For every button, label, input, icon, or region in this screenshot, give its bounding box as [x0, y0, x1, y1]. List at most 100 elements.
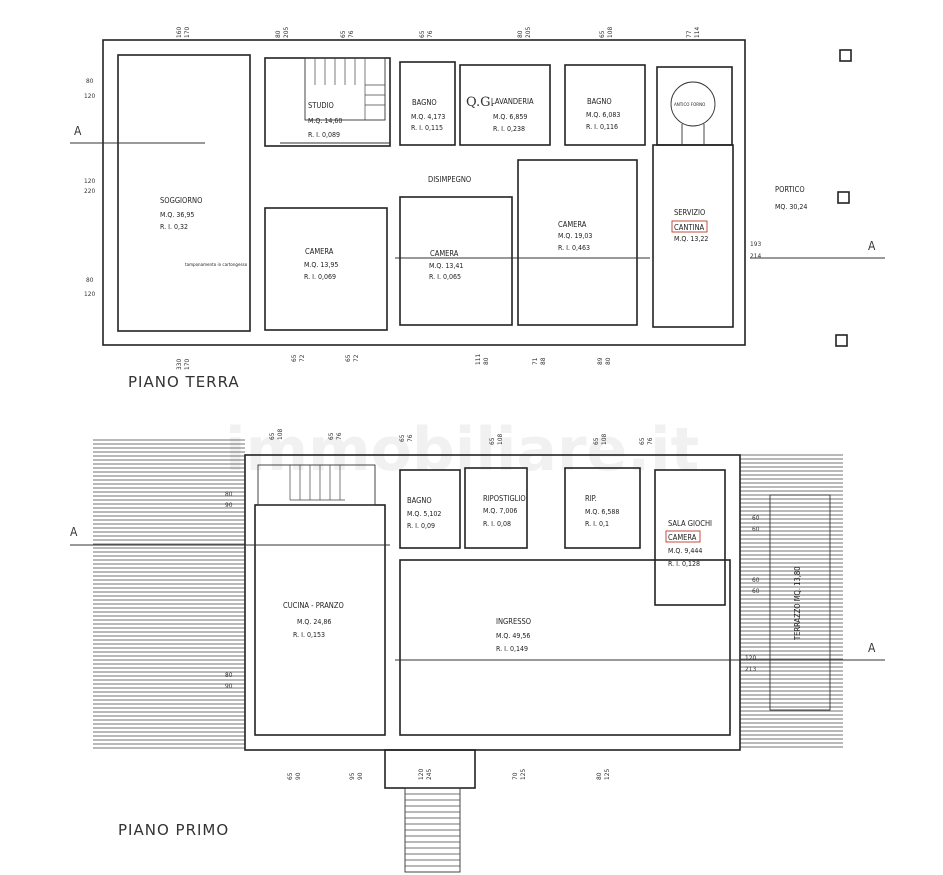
svg-text:120: 120 — [417, 769, 425, 780]
svg-text:RIPOSTIGLIO: RIPOSTIGLIO — [483, 494, 526, 503]
svg-text:M.Q. 6,859: M.Q. 6,859 — [493, 113, 527, 121]
room-label-camera-3: CAMERA M.Q. 19,03 R. I. 0,463 — [558, 220, 592, 252]
room-lavanderia — [459, 64, 551, 146]
svg-text:65: 65 — [638, 437, 646, 445]
svg-text:CAMERA: CAMERA — [305, 247, 334, 256]
svg-text:108: 108 — [276, 429, 284, 440]
svg-text:170: 170 — [183, 27, 191, 38]
svg-text:CAMERA: CAMERA — [430, 249, 459, 258]
svg-text:65: 65 — [488, 437, 496, 445]
svg-text:R. I. 0,32: R. I. 0,32 — [160, 223, 188, 231]
room-label-camera-1: CAMERA M.Q. 13,95 R. I. 0,069 — [304, 247, 338, 281]
svg-text:MQ. 30,24: MQ. 30,24 — [775, 203, 807, 211]
svg-text:INGRESSO: INGRESSO — [496, 617, 531, 626]
svg-text:214: 214 — [750, 252, 761, 260]
svg-text:R. I. 0,1: R. I. 0,1 — [585, 520, 609, 528]
room-label-antico-forno: ANTICO FORNO — [674, 102, 705, 108]
svg-text:RIP.: RIP. — [585, 494, 597, 503]
svg-text:STUDIO: STUDIO — [308, 101, 334, 110]
svg-text:M.Q. 19,03: M.Q. 19,03 — [558, 232, 592, 240]
svg-text:65: 65 — [286, 772, 294, 780]
svg-text:R. I. 0,116: R. I. 0,116 — [586, 123, 618, 131]
svg-text:70: 70 — [511, 772, 519, 780]
svg-text:120: 120 — [745, 654, 756, 662]
svg-text:M.Q. 4,173: M.Q. 4,173 — [411, 113, 445, 121]
svg-text:M.Q. 9,444: M.Q. 9,444 — [668, 547, 702, 555]
svg-text:108: 108 — [600, 434, 608, 445]
room-bagno-2 — [564, 64, 646, 146]
svg-text:193: 193 — [750, 240, 761, 248]
room-label-disimpegno: DISIMPEGNO — [428, 175, 471, 184]
svg-text:72: 72 — [298, 354, 306, 362]
room-sala-giochi — [654, 469, 726, 606]
svg-text:160: 160 — [175, 27, 183, 38]
svg-text:R. I. 0,069: R. I. 0,069 — [304, 273, 336, 281]
svg-text:65: 65 — [398, 434, 406, 442]
room-cantina — [652, 144, 734, 328]
svg-text:M.Q. 6,083: M.Q. 6,083 — [586, 111, 620, 119]
room-label-cantina: SERVIZIO CANTINA M.Q. 13,22 — [671, 208, 708, 243]
svg-text:72: 72 — [352, 354, 360, 362]
pillar — [839, 49, 852, 62]
svg-text:245: 245 — [425, 769, 433, 780]
svg-text:65: 65 — [592, 437, 600, 445]
svg-text:SOGGIORNO: SOGGIORNO — [160, 196, 202, 205]
svg-text:PORTICO: PORTICO — [775, 185, 805, 194]
ground-floor-plan: A A SOGGIORNO M.Q. 36,95 R. I. 0,32 tamp… — [70, 27, 885, 391]
section-marker: A — [868, 239, 876, 253]
svg-text:95: 95 — [348, 772, 356, 780]
svg-text:65: 65 — [339, 30, 347, 38]
svg-text:SERVIZIO: SERVIZIO — [674, 208, 705, 217]
roof-hatching-right — [740, 454, 843, 748]
svg-text:M.Q. 6,588: M.Q. 6,588 — [585, 508, 619, 516]
svg-text:76: 76 — [646, 437, 654, 445]
svg-text:76: 76 — [426, 30, 434, 38]
terrace — [769, 494, 831, 711]
first-floor-plan: A A BAGNO M.Q. 5,102 R. I. 0,09 RIPOSTIG… — [70, 429, 885, 873]
svg-text:M.Q. 24,86: M.Q. 24,86 — [297, 618, 331, 626]
room-label-ingresso: INGRESSO M.Q. 49,56 R. I. 0,149 — [496, 617, 531, 653]
section-marker: A — [868, 641, 876, 655]
svg-text:65: 65 — [268, 432, 276, 440]
svg-text:CANTINA: CANTINA — [674, 223, 705, 232]
room-bagno — [399, 469, 461, 549]
room-label-sala-giochi: SALA GIOCHI CAMERA M.Q. 9,444 R. I. 0,12… — [665, 519, 712, 568]
svg-text:SALA GIOCHI: SALA GIOCHI — [668, 519, 712, 528]
svg-text:80: 80 — [225, 671, 233, 679]
room-label-lavanderia: LAVANDERIA M.Q. 6,859 R. I. 0,238 — [491, 97, 534, 133]
room-label-terrazzo: TERRAZZO MQ. 13,80 — [793, 567, 802, 642]
svg-text:BAGNO: BAGNO — [587, 97, 612, 106]
room-label-rip: RIP. M.Q. 6,588 R. I. 0,1 — [585, 494, 619, 528]
svg-text:R. I. 0,08: R. I. 0,08 — [483, 520, 511, 528]
handwritten-note: Q.G. — [466, 95, 494, 110]
svg-text:R. I. 0,089: R. I. 0,089 — [308, 131, 340, 139]
svg-text:BAGNO: BAGNO — [412, 98, 437, 107]
room-rip — [564, 467, 641, 549]
pillar — [837, 191, 850, 204]
svg-text:60: 60 — [752, 514, 760, 522]
svg-text:108: 108 — [606, 27, 614, 38]
svg-text:213: 213 — [745, 665, 756, 673]
room-label-cucina: CUCINA - PRANZO M.Q. 24,86 R. I. 0,153 — [283, 601, 344, 639]
note-partition: tamponamento in cartongesso — [185, 262, 248, 268]
svg-text:77: 77 — [685, 30, 693, 38]
svg-text:90: 90 — [225, 682, 233, 690]
svg-text:125: 125 — [603, 769, 611, 780]
svg-text:76: 76 — [335, 432, 343, 440]
svg-text:CAMERA: CAMERA — [558, 220, 587, 229]
svg-text:65: 65 — [418, 30, 426, 38]
svg-text:114: 114 — [693, 27, 701, 38]
svg-text:R. I. 0,463: R. I. 0,463 — [558, 244, 590, 252]
room-label-soggiorno: SOGGIORNO M.Q. 36,95 R. I. 0,32 — [160, 196, 202, 231]
roof-hatching-left — [93, 439, 245, 749]
svg-text:M.Q. 14,60: M.Q. 14,60 — [308, 117, 342, 125]
svg-text:220: 220 — [84, 187, 95, 195]
svg-text:71: 71 — [531, 357, 539, 365]
room-camera-3 — [517, 159, 638, 326]
room-ingresso — [399, 559, 731, 736]
svg-text:89: 89 — [596, 357, 604, 365]
svg-text:170: 170 — [183, 359, 191, 370]
level-title-ground: PIANO TERRA — [128, 373, 240, 391]
